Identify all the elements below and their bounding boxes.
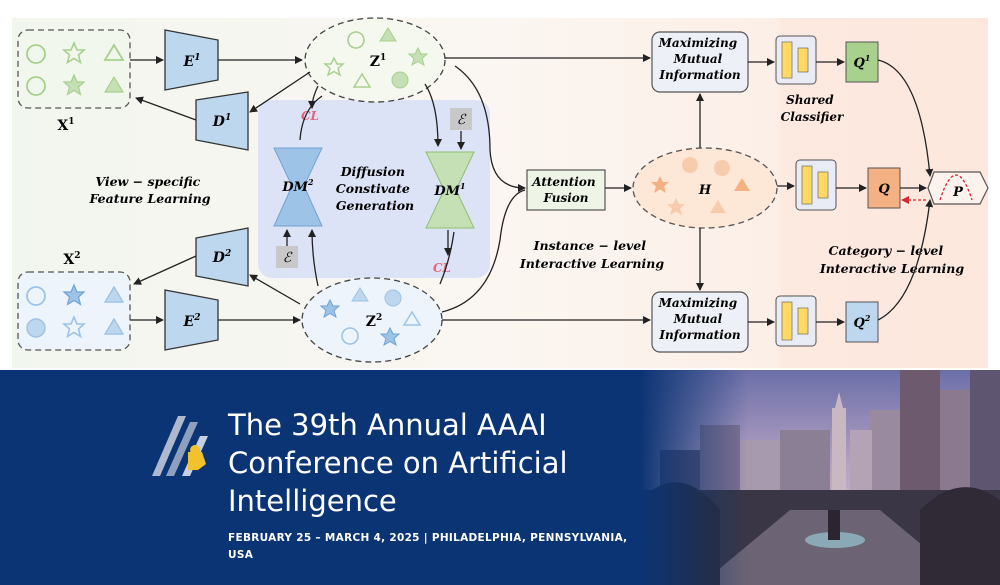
svg-text:P: P (952, 185, 964, 200)
view1-input-label: X1 (57, 117, 74, 134)
q2-box: Q2 (845, 301, 879, 343)
p-box: P (927, 171, 989, 205)
classifier-bottom (775, 295, 817, 347)
svg-text:ℰ: ℰ (457, 112, 467, 128)
title-line-2: Conference on Artificial (228, 446, 568, 480)
svg-text:Q2: Q2 (854, 313, 871, 331)
latent1-ellipse: Z1 (304, 17, 446, 103)
philadelphia-skyline-image (640, 370, 1000, 585)
noise-box-top: ℰ (450, 108, 472, 130)
svg-text:ℰ: ℰ (283, 250, 293, 266)
instance-level-label: Instance − level Interactive Learning (519, 238, 664, 271)
latent2-ellipse: Z2 (301, 277, 443, 363)
encoder2: E2 (164, 289, 219, 351)
view1-input-box (17, 29, 131, 109)
view-specific-label: View − specific Feature Learning (88, 174, 210, 206)
svg-text:Q1: Q1 (854, 53, 871, 71)
svg-text:DM2: DM2 (281, 177, 314, 195)
svg-text:H: H (698, 183, 712, 198)
svg-text:D1: D1 (212, 113, 231, 130)
svg-text:E2: E2 (183, 313, 201, 330)
classifier-top (775, 35, 817, 85)
cl-label-top: CL (301, 109, 319, 123)
noise-box-bottom: ℰ (276, 246, 298, 268)
mmi-box-top: Maximizing Mutual Information (651, 31, 749, 93)
attention-fusion-box: Attention Fusion (526, 169, 606, 211)
conference-title: The 39th Annual AAAI Conference on Artif… (228, 406, 568, 520)
svg-text:Maximizing Mutual: Maximizing Mutual Information (658, 296, 742, 342)
cl-label-bottom: CL (433, 261, 451, 275)
title-line-1: The 39th Annual AAAI (228, 408, 547, 442)
conference-dates: FEBRUARY 25 – MARCH 4, 2025 | PHILADELPH… (228, 530, 648, 564)
decoder1: D1 (195, 91, 249, 151)
svg-text:Z1: Z1 (370, 53, 387, 70)
svg-text:DM1: DM1 (433, 181, 465, 199)
svg-text:E1: E1 (183, 53, 201, 70)
dates-line-2: USA (228, 549, 254, 561)
category-level-label: Category − level Interactive Learning (819, 243, 964, 276)
mmi-box-bottom: Maximizing Mutual Information (651, 291, 749, 353)
classifier-middle (795, 159, 837, 211)
svg-text:Maximizing Mutual: Maximizing Mutual Information (658, 36, 742, 82)
q-box: Q (867, 167, 901, 209)
view2-input-box (17, 271, 131, 351)
svg-text:Attention Fusion: Attention Fusion (531, 175, 600, 205)
dm1-module: DM1 (425, 151, 475, 229)
svg-text:Q: Q (878, 182, 890, 197)
q1-box: Q1 (845, 41, 879, 83)
title-line-3: Intelligence (228, 484, 397, 518)
diagram-arrows (130, 54, 934, 326)
framework-diagram: X1 E1 D1 Z1 View − specific Feature Lear… (12, 17, 989, 368)
view2-input-label: X2 (63, 251, 80, 268)
fused-h-ellipse: H (632, 147, 778, 229)
dates-line-1: FEBRUARY 25 – MARCH 4, 2025 | PHILADELPH… (228, 532, 628, 544)
shared-classifier-label: Shared Classifier (781, 93, 845, 124)
svg-text:D2: D2 (212, 249, 231, 266)
svg-text:Z2: Z2 (366, 313, 383, 330)
dm2-module: DM2 (273, 147, 323, 227)
encoder1: E1 (164, 29, 219, 91)
aaai-logo-icon (152, 416, 208, 476)
decoder2: D2 (195, 227, 249, 287)
conference-banner: The 39th Annual AAAI Conference on Artif… (0, 370, 1000, 585)
diffusion-label: Diffusion Constivate Generation (336, 164, 414, 213)
